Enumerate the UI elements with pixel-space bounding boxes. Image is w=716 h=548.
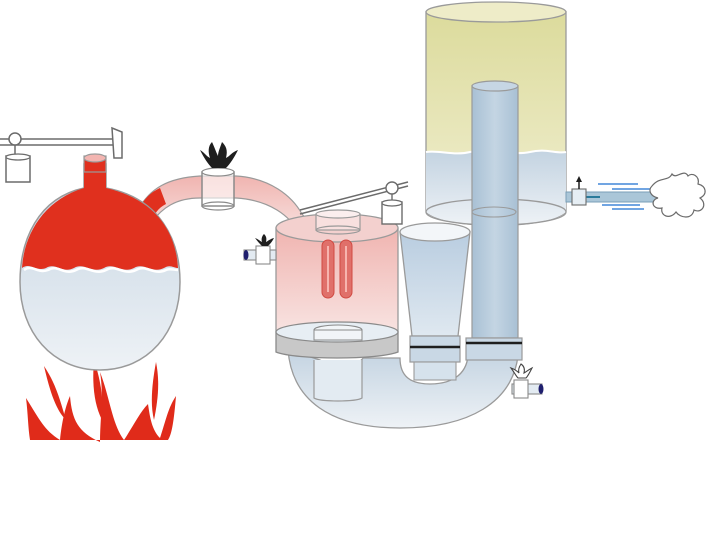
pipe-valve: [200, 142, 238, 211]
drain-valve-handle-icon: [509, 363, 534, 379]
heater-chamber: [275, 209, 399, 359]
lever-bracket: [111, 126, 123, 159]
outlet-tap: [571, 188, 587, 206]
flame-tongue-middle: [93, 360, 103, 420]
cone-top: [399, 222, 471, 242]
riser-body: [471, 85, 519, 339]
flask-water-surface: [23, 266, 179, 273]
heater-lever-pivot: [385, 181, 399, 195]
valve-body: [201, 171, 235, 207]
outlet-pipe: [565, 172, 706, 218]
flame-tongue-right: [151, 362, 159, 420]
drain-valve: [509, 363, 544, 399]
burner-flames: [26, 360, 176, 442]
valve-handle-icon: [200, 142, 238, 168]
flask-steam: [22, 164, 178, 270]
flame-shape: [26, 372, 176, 442]
heater-side-valve: [243, 234, 277, 265]
heater-lever-valve: [299, 181, 409, 225]
water-jet-splash: [649, 172, 706, 218]
u-pipe-collar: [313, 360, 363, 402]
boiler-flask: [19, 153, 181, 371]
cone-body: [399, 231, 471, 337]
flow-lines: [598, 183, 650, 210]
cylinder-top: [425, 1, 567, 23]
flame-tongue-left: [44, 366, 66, 420]
u-pipe: [287, 349, 519, 429]
conical-tank: [399, 222, 471, 381]
riser-tube: [465, 80, 523, 361]
side-valve-handle-icon: [255, 234, 274, 246]
heater-body: [275, 227, 399, 333]
lever-pivot: [8, 132, 22, 146]
drain-valve-cap: [538, 384, 544, 394]
valve-cap: [243, 250, 249, 260]
tap-handle-icon: [576, 176, 582, 182]
flask-neck: [83, 153, 107, 163]
lever-safety-valve: [0, 126, 123, 183]
